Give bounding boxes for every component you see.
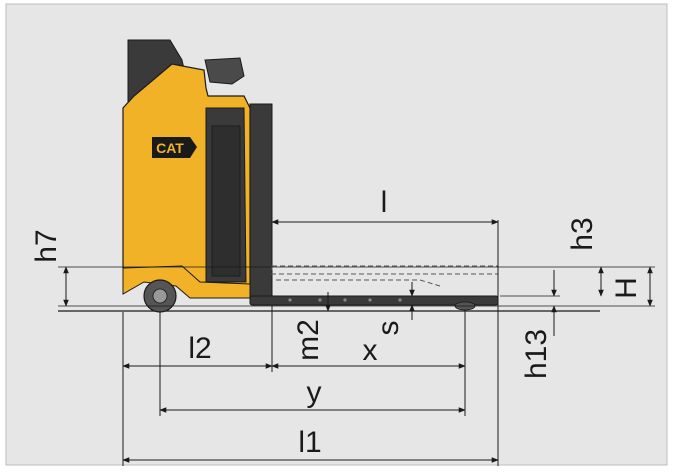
label-x: x <box>363 334 378 367</box>
chassis-strip <box>122 265 251 299</box>
cat-logo-text: CAT <box>156 140 184 156</box>
diagram-background <box>5 3 668 466</box>
truck-illustration <box>122 39 499 313</box>
label-y: y <box>307 376 322 409</box>
cat-logo: CAT <box>152 137 197 158</box>
label-m2: m2 <box>292 319 325 361</box>
label-h3: h3 <box>566 217 599 250</box>
mast <box>249 103 273 301</box>
label-l1: l1 <box>298 426 321 459</box>
fork-raised <box>271 265 499 275</box>
label-H: H <box>610 277 643 299</box>
label-h13: h13 <box>520 329 553 379</box>
label-l: l <box>381 186 388 219</box>
label-s: s <box>372 321 405 336</box>
dimension-labels: l h7 h3 H l2 m2 s x h13 y l1 <box>30 186 643 459</box>
label-l2: l2 <box>188 332 211 365</box>
inner-panel <box>211 125 241 277</box>
tiller-head <box>204 57 245 85</box>
label-h7: h7 <box>30 229 63 262</box>
dimension-lines <box>58 212 655 466</box>
